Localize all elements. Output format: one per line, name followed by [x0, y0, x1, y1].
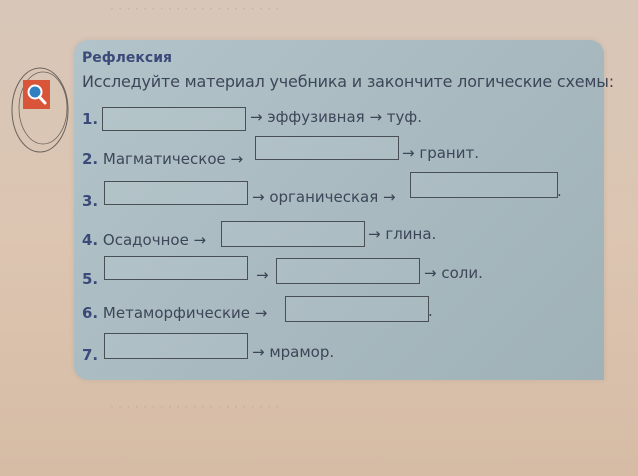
item-1: 1.	[82, 110, 98, 128]
item-text: → органическая →	[252, 188, 396, 206]
answer-box-2[interactable]	[255, 136, 399, 160]
item-number: 3.	[82, 192, 99, 210]
item-number: 7.	[82, 346, 99, 364]
item-number: 6.	[82, 304, 99, 322]
item-5: 5.	[82, 270, 98, 288]
item-6: 6. Метаморфические →	[82, 304, 267, 322]
answer-box-3a[interactable]	[104, 181, 248, 205]
item-text: .	[428, 302, 433, 320]
answer-box-5a[interactable]	[104, 256, 248, 280]
answer-box-7[interactable]	[104, 333, 248, 359]
reflection-panel	[74, 40, 604, 380]
item-number: 5.	[82, 270, 99, 288]
item-text: Магматическое →	[102, 150, 244, 168]
pen-circle-doodle	[11, 67, 69, 153]
item-text: Осадочное →	[102, 231, 207, 249]
item-text: →	[256, 266, 269, 284]
answer-box-5b[interactable]	[276, 258, 420, 284]
answer-box-4[interactable]	[221, 221, 365, 247]
item-text: → соли.	[424, 264, 483, 282]
bleed-text: · · · · · · · · · · · · · · · · · · · · …	[110, 2, 280, 17]
item-text: .	[557, 182, 562, 200]
answer-box-1a[interactable]	[102, 107, 246, 131]
item-7: 7.	[82, 346, 98, 364]
instruction-text: Исследуйте материал учебника и закончите…	[82, 72, 614, 91]
item-text: → гранит.	[402, 144, 479, 162]
item-text: → эффузивная → туф.	[250, 108, 422, 126]
item-number: 2.	[82, 150, 99, 168]
answer-box-3b[interactable]	[410, 172, 558, 198]
item-number: 4.	[82, 231, 99, 249]
item-2: 2. Магматическое →	[82, 150, 243, 168]
answer-box-6[interactable]	[285, 296, 429, 322]
item-text: Метаморфические →	[102, 304, 268, 322]
item-text: → глина.	[368, 225, 437, 243]
item-text: → мрамор.	[252, 343, 335, 361]
bleed-text: · · · · · · · · · · · · · · · · · · · · …	[110, 400, 280, 415]
magnifier-icon	[23, 80, 50, 109]
section-title: Рефлексия	[82, 50, 172, 66]
item-4: 4. Осадочное →	[82, 231, 206, 249]
item-3: 3.	[82, 192, 98, 210]
item-number: 1.	[82, 110, 99, 128]
